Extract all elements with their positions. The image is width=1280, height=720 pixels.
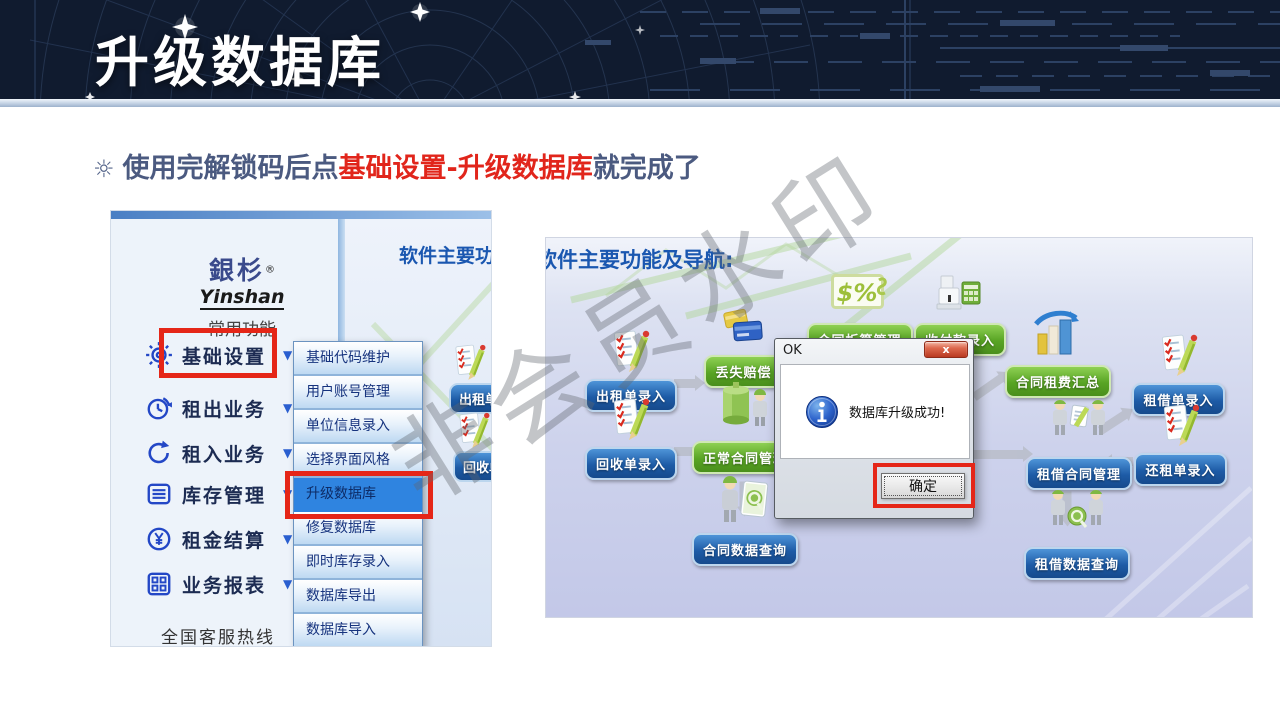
main-heading-clipped: 软件主要功 — [399, 245, 492, 267]
flow-arrow — [674, 375, 705, 391]
flow-node-fragment: 回收单录入 — [453, 451, 491, 482]
logo-tagline: 常用功能 — [208, 319, 276, 340]
banner-bottom-strip — [0, 99, 1280, 107]
svg-text:$%: $% — [836, 279, 877, 307]
logo-en: Yinshan — [199, 286, 285, 310]
flow-node-fragment: 出租单录入 — [449, 383, 491, 414]
left-screenshot: 软件主要功 銀杉® Yinshan 常用功能 基础设置 ▼ 租出业务 ▼ 租入业… — [110, 210, 492, 647]
flow-node-contract-fee-summary[interactable]: 合同租费汇总 — [1005, 308, 1112, 398]
settings-dropdown-menu: 基础代码维护 用户账号管理 单位信息录入 选择界面风格 升级数据库 修复数据库 … — [293, 341, 423, 646]
chevron-down-icon: ▼ — [283, 401, 293, 415]
checklist-icon — [454, 341, 486, 384]
right-screenshot: 软件主要功能及导航: 出租单录入 回收单录入 丢失赔偿 正常合同管理 合同数据查… — [545, 237, 1253, 618]
app-logo: 銀杉® Yinshan 常用功能 — [177, 251, 307, 340]
registered-mark: ® — [265, 264, 275, 276]
instruction-highlight: 基础设置-升级数据库 — [338, 153, 593, 184]
flow-node-lease-data-query[interactable]: 租借数据查询 — [1024, 486, 1131, 580]
sidebar-item-reports[interactable]: 业务报表 ▼ — [145, 568, 292, 600]
people-contract-icon — [1051, 396, 1107, 454]
ok-button[interactable]: 确定 — [881, 473, 965, 499]
flow-arrow — [966, 446, 1033, 462]
chevron-down-icon: ▼ — [283, 577, 293, 591]
checklist-icon — [612, 394, 650, 444]
register-icon — [935, 270, 985, 320]
sun-bullet-icon: ☼ — [93, 155, 115, 183]
sidebar-item-rent-out[interactable]: 租出业务 ▼ — [145, 392, 292, 424]
dialog-body: 数据库升级成功! — [780, 364, 970, 459]
chevron-down-icon: ▼ — [283, 532, 293, 546]
chart-icon — [1032, 308, 1084, 362]
flow-node-contract-data-query[interactable]: 合同数据查询 — [692, 474, 799, 566]
info-icon — [805, 395, 839, 429]
yuan-icon — [145, 525, 173, 553]
flow-node-lease-contract-mgmt[interactable]: 租借合同管理 — [1026, 396, 1133, 490]
sidebar-item-rent-in[interactable]: 租入业务 ▼ — [145, 437, 292, 469]
chevron-down-icon: ▼ — [283, 487, 293, 501]
menu-item-ui-style[interactable]: 选择界面风格 — [294, 444, 422, 478]
close-button[interactable]: x — [924, 341, 968, 358]
menu-item-repair-database[interactable]: 修复数据库 — [294, 512, 422, 546]
flow-node-return-entry[interactable]: 还租单录入 — [1133, 400, 1228, 486]
flow-node-lease-entry[interactable]: 租借单录入 — [1131, 330, 1226, 416]
hotline-label: 全国客服热线 — [161, 628, 275, 647]
sidebar-item-rent-settlement[interactable]: 租金结算 ▼ — [145, 523, 292, 555]
menu-item-database-export[interactable]: 数据库导出 — [294, 580, 422, 614]
people-search-icon — [1049, 486, 1105, 544]
rent-in-icon — [145, 439, 173, 467]
instruction-text: ☼使用完解锁码后点基础设置-升级数据库就完成了 — [93, 146, 701, 185]
app-top-bar — [111, 211, 491, 219]
gear-icon — [145, 341, 173, 369]
dialog-titlebar: OK x — [775, 339, 973, 363]
dollar-percent-icon: $% — [830, 274, 889, 320]
logo-cn: 銀杉 — [208, 256, 265, 285]
report-icon — [145, 570, 173, 598]
flow-node-normal-contract[interactable]: 正常合同管理 — [692, 380, 799, 474]
menu-item-database-import[interactable]: 数据库导入 — [294, 614, 422, 646]
tank-icon — [719, 380, 771, 438]
flow-node-recovery-entry[interactable]: 回收单录入 — [581, 394, 681, 480]
message-dialog: OK x 数据库升级成功! 确定 — [774, 338, 975, 519]
banner-decoration — [0, 0, 1280, 100]
nav-map-heading: 软件主要功能及导航: — [545, 248, 734, 272]
menu-item-user-accounts[interactable]: 用户账号管理 — [294, 376, 422, 410]
checklist-icon — [458, 409, 490, 452]
chevron-down-icon: ▼ — [283, 446, 293, 460]
sidebar-item-inventory[interactable]: 库存管理 ▼ — [145, 478, 292, 510]
close-icon: x — [942, 343, 950, 356]
menu-item-upgrade-database[interactable]: 升级数据库 — [294, 478, 422, 512]
checklist-icon — [1162, 400, 1200, 450]
page-title: 升级数据库 — [95, 31, 385, 94]
chevron-down-icon: ▼ — [283, 348, 293, 362]
instruction-prefix: 使用完解锁码后点 — [122, 153, 339, 184]
menu-item-company-info[interactable]: 单位信息录入 — [294, 410, 422, 444]
instruction-suffix: 就完成了 — [592, 153, 701, 184]
cards-icon — [722, 308, 766, 352]
checklist-icon — [612, 326, 650, 376]
doc-search-icon — [718, 474, 772, 530]
checklist-icon — [1160, 330, 1198, 380]
dialog-title: OK — [783, 343, 802, 358]
background-decoration — [570, 238, 1252, 617]
flow-node-loss-compensation[interactable]: 丢失赔偿 — [696, 308, 791, 388]
menu-item-code-maintenance[interactable]: 基础代码维护 — [294, 342, 422, 376]
menu-item-realtime-inventory[interactable]: 即时库存录入 — [294, 546, 422, 580]
inventory-icon — [145, 480, 173, 508]
rent-out-icon — [145, 394, 173, 422]
sidebar-item-basic-settings[interactable]: 基础设置 ▼ — [145, 339, 292, 371]
dialog-message: 数据库升级成功! — [849, 406, 946, 421]
title-banner: 升级数据库 — [0, 0, 1280, 107]
